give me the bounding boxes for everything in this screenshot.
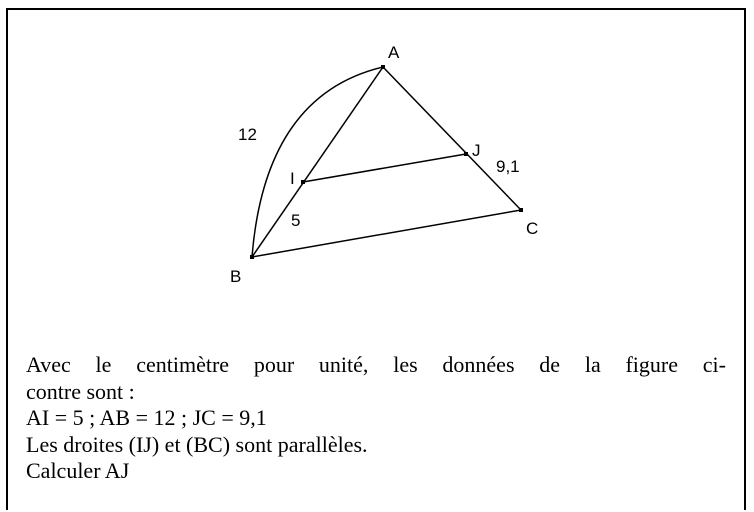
segment-bc (251, 209, 522, 258)
segment-ij (302, 153, 467, 183)
point-c-label: C (526, 219, 538, 238)
point-j-label: J (472, 141, 481, 160)
measure-ab-label: 12 (238, 125, 257, 144)
measure-jc-label: 9,1 (496, 157, 520, 176)
point-c-marker (519, 208, 523, 212)
point-b-marker (250, 255, 254, 259)
point-i-marker (301, 180, 305, 184)
point-b-label: B (230, 267, 241, 286)
statement-line-5: Calculer AJ (26, 458, 130, 483)
point-a-label: A (388, 43, 400, 62)
point-a-marker (381, 65, 385, 69)
statement-line-2: contre sont : (26, 378, 135, 404)
exercise-frame (6, 8, 746, 510)
statement-line-3: AI = 5 ; AB = 12 ; JC = 9,1 (26, 405, 267, 430)
point-i-label: I (290, 169, 295, 188)
exercise-statement: Avec le centimètre pour unité, les donné… (26, 352, 726, 485)
point-j-marker (464, 152, 468, 156)
segment-ac (382, 66, 522, 211)
arc-ab (251, 66, 384, 258)
segment-ab (251, 66, 384, 258)
measure-ai-label: 5 (291, 211, 300, 230)
statement-line-4: Les droites (IJ) et (BC) sont parallèles… (26, 431, 368, 457)
statement-line-1: Avec le centimètre pour unité, les donné… (26, 352, 726, 377)
